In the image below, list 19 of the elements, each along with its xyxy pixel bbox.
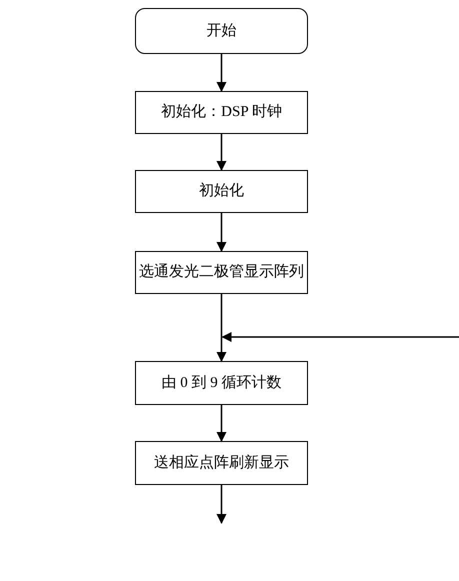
- process-box: [135, 251, 308, 294]
- node-label: 选通发光二极管显示阵列: [139, 262, 304, 282]
- arrow: [216, 294, 226, 362]
- process-box: [135, 91, 308, 134]
- node-label: 由 0 到 9 循环计数: [162, 374, 282, 393]
- arrow: [216, 213, 226, 252]
- arrow: [216, 54, 226, 92]
- arrow: [222, 332, 459, 342]
- node-label: 送相应点阵刷新显示: [154, 453, 289, 473]
- arrow: [216, 485, 226, 524]
- process-box: [135, 170, 308, 213]
- process-box: [135, 361, 308, 405]
- arrow: [216, 405, 226, 442]
- node-label: 初始化：DSP 时钟: [161, 102, 282, 122]
- process-box: [135, 441, 308, 485]
- start-terminal: [135, 8, 308, 54]
- arrow: [216, 134, 226, 171]
- node-label: 开始: [206, 22, 236, 41]
- node-label: 初始化: [199, 182, 244, 202]
